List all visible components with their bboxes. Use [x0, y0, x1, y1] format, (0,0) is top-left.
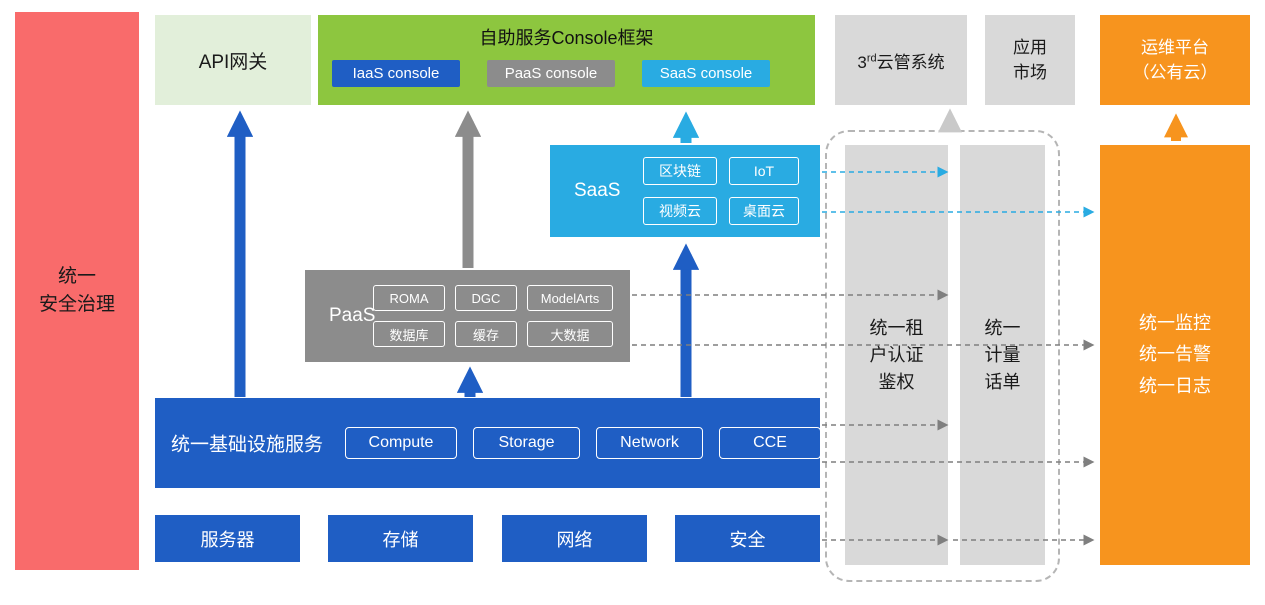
server-box: 服务器: [155, 515, 300, 562]
security-governance-bar: 统一 安全治理: [15, 12, 139, 570]
cache-chip: 缓存: [455, 321, 517, 347]
ops-platform-box: 运维平台 （公有云）: [1100, 15, 1250, 105]
metering-billing-bar: 统一 计量 话单: [960, 145, 1045, 565]
api-gateway-box: API网关: [155, 15, 311, 105]
paas-layer-box: PaaS ROMA DGC ModelArts 数据库 缓存 大数据: [305, 270, 630, 362]
storage-chip: Storage: [473, 427, 580, 459]
api-gateway-label: API网关: [198, 51, 268, 73]
blockchain-chip: 区块链: [643, 157, 717, 185]
infrastructure-layer-box: 统一基础设施服务 Compute Storage Network CCE: [155, 398, 821, 488]
tenant-auth-label: 统一租 户认证 鉴权: [869, 317, 924, 392]
desktop-cloud-chip: 桌面云: [729, 197, 799, 225]
paas-layer-label: PaaS: [329, 305, 376, 326]
paas-console-chip: PaaS console: [487, 60, 615, 87]
modelarts-chip: ModelArts: [527, 285, 613, 311]
tenant-auth-bar: 统一租 户认证 鉴权: [845, 145, 948, 565]
app-market-label: 应用 市场: [1013, 37, 1047, 83]
ops-platform-label: 运维平台 （公有云）: [1132, 37, 1218, 83]
saas-console-chip: SaaS console: [642, 60, 770, 87]
infrastructure-layer-label: 统一基础设施服务: [171, 434, 324, 456]
dgc-chip: DGC: [455, 285, 517, 311]
saas-layer-box: SaaS 区块链 IoT 视频云 桌面云: [550, 145, 820, 237]
saas-services-grid: 区块链 IoT 视频云 桌面云: [643, 157, 799, 225]
console-chip-row: IaaS console PaaS console SaaS console: [318, 60, 815, 87]
roma-chip: ROMA: [373, 285, 445, 311]
app-market-box: 应用 市场: [985, 15, 1075, 105]
video-cloud-chip: 视频云: [643, 197, 717, 225]
cce-chip: CCE: [719, 427, 821, 459]
storage-box: 存储: [328, 515, 473, 562]
infrastructure-services-grid: Compute Storage Network CCE: [345, 427, 821, 459]
security-box: 安全: [675, 515, 820, 562]
console-frame-title: 自助服务Console框架: [479, 28, 654, 48]
security-governance-label: 统一 安全治理: [38, 265, 115, 316]
bigdata-chip: 大数据: [527, 321, 613, 347]
network-chip: Network: [596, 427, 703, 459]
compute-chip: Compute: [345, 427, 457, 459]
iaas-console-chip: IaaS console: [332, 60, 460, 87]
paas-services-grid: ROMA DGC ModelArts 数据库 缓存 大数据: [373, 285, 613, 347]
saas-layer-label: SaaS: [574, 180, 621, 201]
third-party-cloud-label: 3rd云管系统: [857, 51, 945, 72]
superscript-rd: rd: [866, 51, 877, 64]
monitoring-alarm-log-label: 统一监控 统一告警 统一日志: [1139, 312, 1211, 396]
network-box: 网络: [502, 515, 647, 562]
monitoring-alarm-log-bar: 统一监控 统一告警 统一日志: [1100, 145, 1250, 565]
third-party-cloud-box: 3rd云管系统: [835, 15, 967, 105]
iot-chip: IoT: [729, 157, 799, 185]
console-frame-box: 自助服务Console框架 IaaS console PaaS console …: [318, 15, 815, 105]
metering-billing-label: 统一 计量 话单: [984, 317, 1021, 392]
database-chip: 数据库: [373, 321, 445, 347]
